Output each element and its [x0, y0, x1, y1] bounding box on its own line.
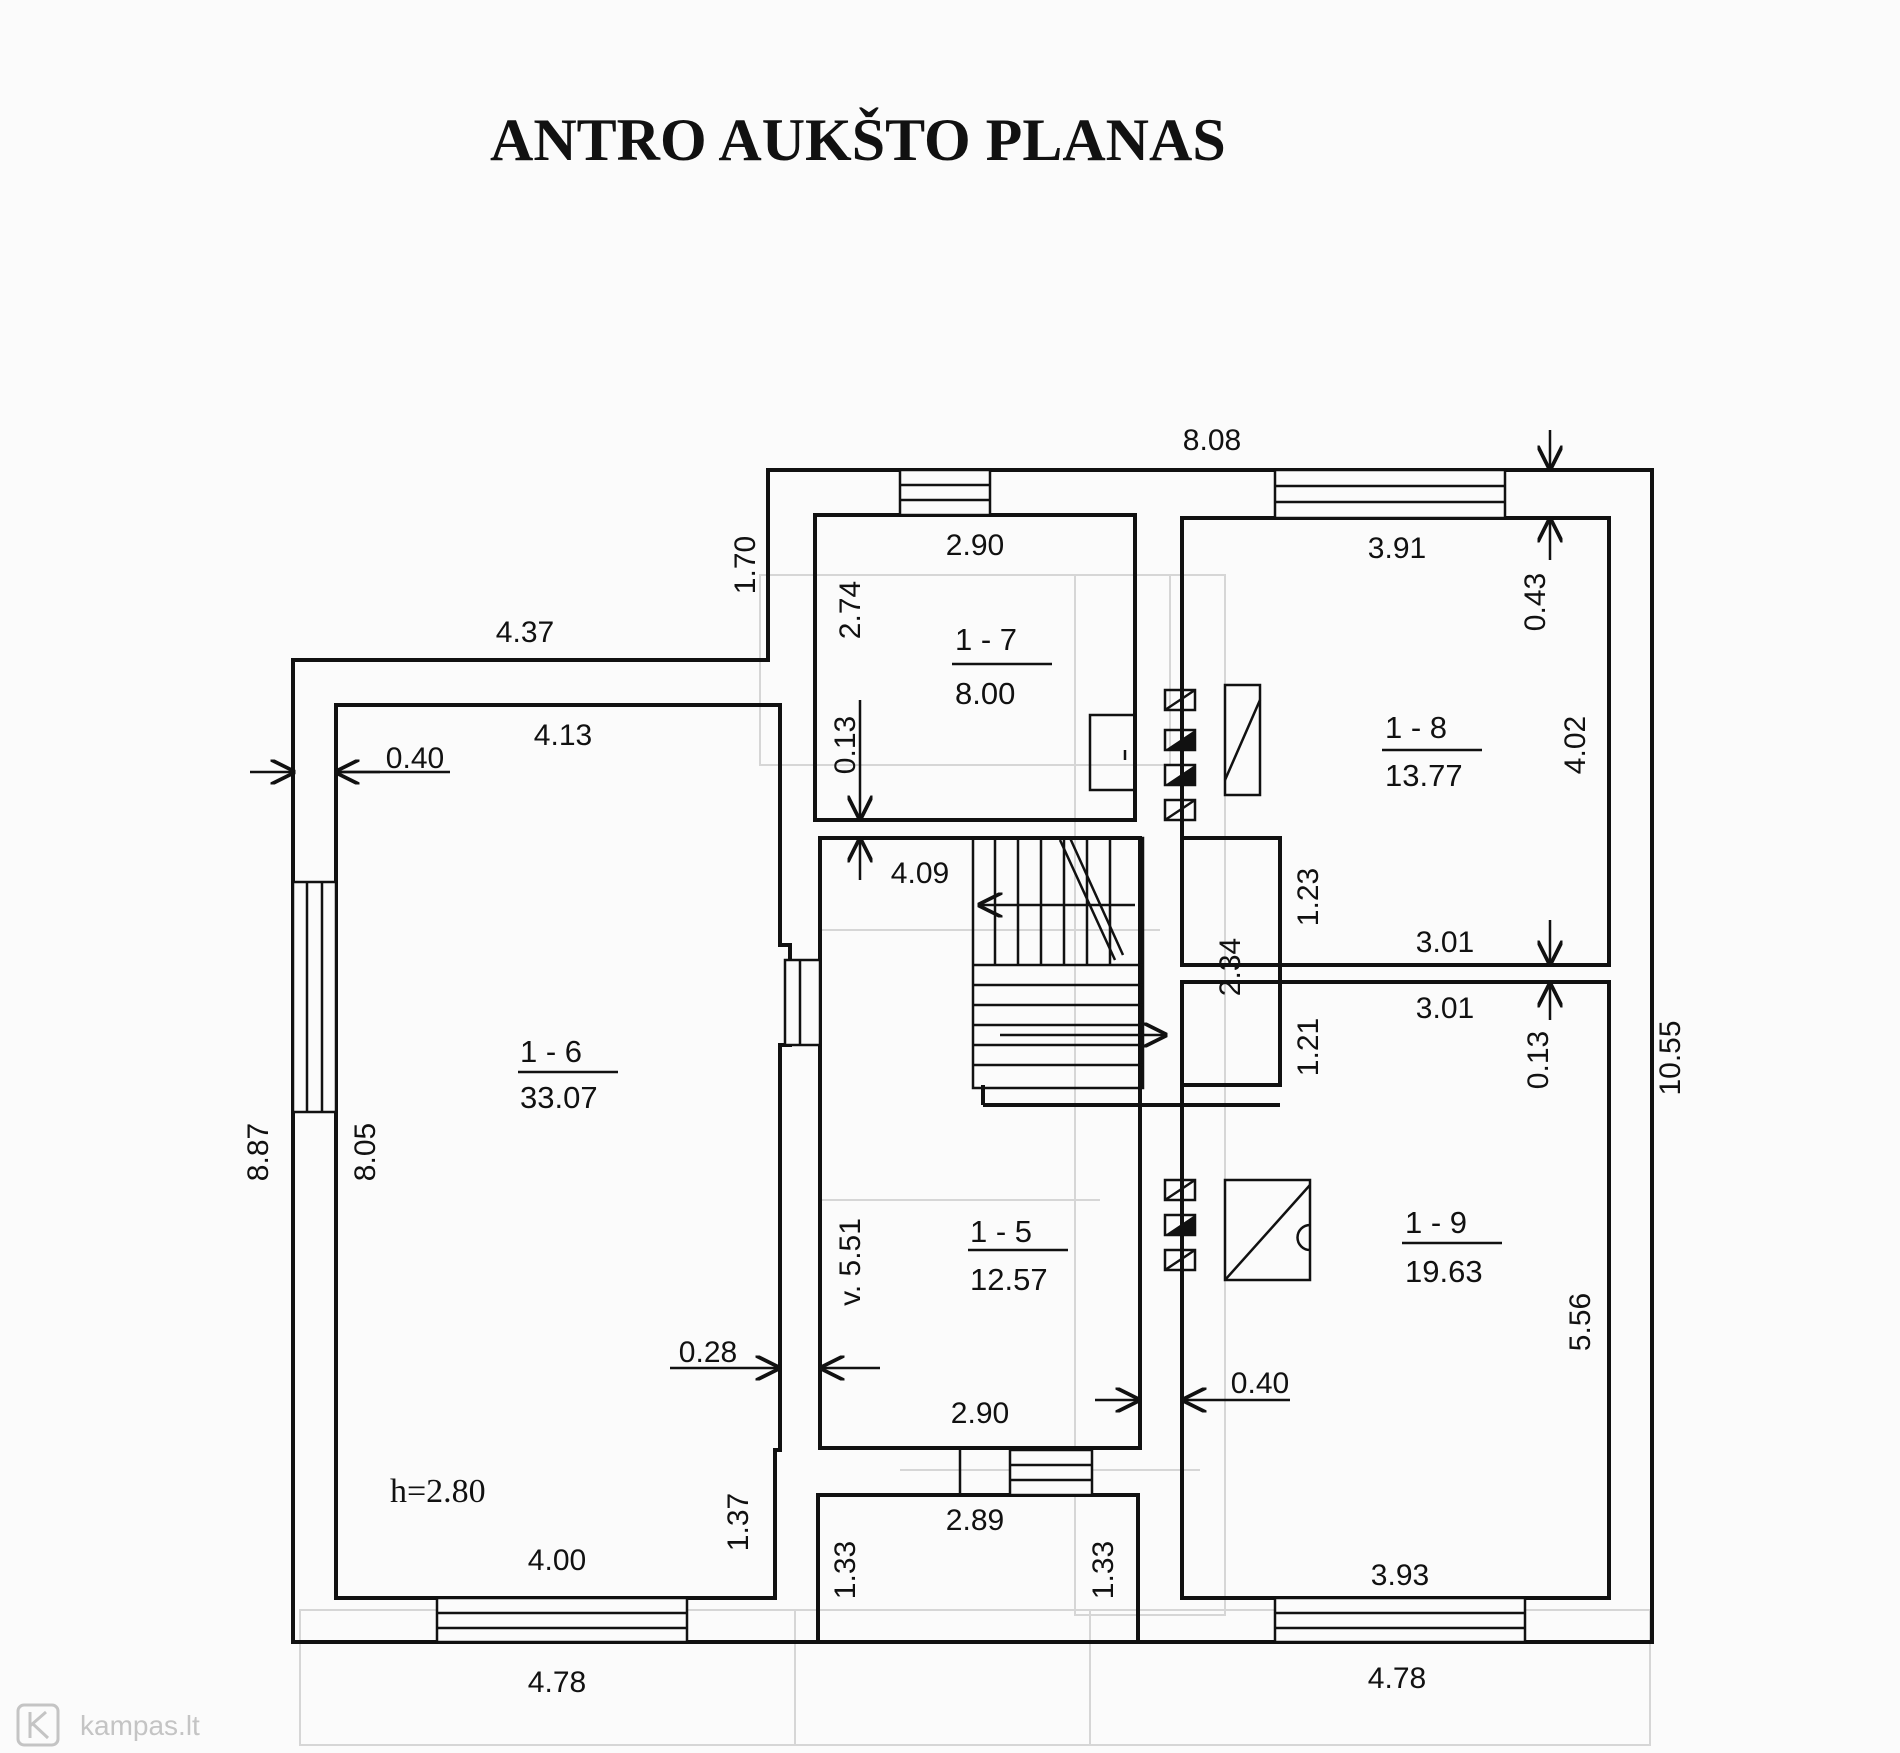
dim-hall-width-top: 3.01 [1416, 926, 1474, 959]
dim-room7-width: 2.90 [946, 529, 1004, 562]
dim-top-total: 8.08 [1183, 424, 1241, 457]
room-1-6-outline [334, 703, 792, 1600]
dim-room9-inner-wall: 0.40 [1231, 1367, 1289, 1400]
windows [291, 468, 1527, 1644]
room-id: 1 - 6 [520, 1034, 582, 1069]
kampas-logo-icon [16, 1703, 60, 1747]
dim-bath-right: 1.33 [1087, 1541, 1120, 1599]
dim-right-total: 10.55 [1654, 1020, 1687, 1095]
dim-wing-top-inner: 4.13 [534, 719, 592, 752]
window-bathroom [1008, 1448, 1094, 1497]
room-label-1-8: 1 - 8 13.77 [1382, 710, 1482, 793]
room-area: 19.63 [1405, 1254, 1483, 1289]
dim-partition: 0.28 [679, 1336, 737, 1369]
dim-room7-gap: 0.13 [829, 716, 862, 774]
dim-left-inner: 8.05 [349, 1123, 382, 1181]
dim-corridor-width: 4.09 [891, 857, 949, 890]
dim-wing-top-outer: 4.37 [496, 616, 554, 649]
door-opening-room-1-6 [783, 958, 822, 1047]
dim-room7-height: 2.74 [834, 581, 867, 639]
background-ghost-lines [299, 574, 1651, 1746]
dim-hall-height: 2.34 [1214, 938, 1247, 996]
dim-room5-width: 2.90 [951, 1397, 1009, 1430]
window-room-1-6-side [291, 880, 338, 1114]
dim-wall-thickness-left: 0.40 [386, 742, 444, 775]
dim-room9-wall: 0.13 [1522, 1031, 1555, 1089]
room-id: 1 - 8 [1385, 710, 1447, 745]
dim-room9-height: 5.56 [1564, 1293, 1597, 1351]
room-area: 33.07 [520, 1080, 598, 1115]
dim-bath-width: 2.89 [946, 1504, 1004, 1537]
dim-hall-door-1: 1.23 [1292, 868, 1325, 926]
bathroom-outline [816, 1493, 1140, 1644]
room-id: 1 - 9 [1405, 1205, 1467, 1240]
room-area: 8.00 [955, 676, 1015, 711]
room-label-1-7: 1 - 7 8.00 [952, 622, 1052, 711]
dim-left-total: 8.87 [242, 1123, 275, 1181]
outer-walls [291, 468, 1654, 1644]
dim-room8-width: 3.91 [1368, 532, 1426, 565]
dim-hall-width-bottom: 3.01 [1416, 992, 1474, 1025]
ceiling-height-label: h=2.80 [390, 1473, 486, 1510]
room-area: 13.77 [1385, 758, 1463, 793]
room-area: 12.57 [970, 1262, 1048, 1297]
chimneys [1088, 683, 1312, 1282]
room-label-1-9: 1 - 9 19.63 [1402, 1205, 1502, 1289]
window-room-1-7 [898, 468, 992, 517]
room-id: 1 - 7 [955, 622, 1017, 657]
dim-hall-door-2: 1.21 [1292, 1018, 1325, 1076]
hall-outline [1182, 836, 1282, 1087]
dim-room6-nook: 1.37 [722, 1493, 755, 1551]
room-label-1-6: 1 - 6 33.07 [518, 1034, 618, 1115]
dim-room9-width: 3.93 [1371, 1559, 1429, 1592]
window-room-1-9-bottom [1273, 1596, 1527, 1644]
dim-room8-wall: 0.43 [1519, 573, 1552, 631]
dim-jog-height: 1.70 [729, 536, 762, 594]
vent-lower [1163, 1178, 1312, 1282]
dimension-lines [250, 430, 1550, 1495]
plan-title: ANTRO AUKŠTO PLANAS [490, 107, 1226, 173]
room-id: 1 - 5 [970, 1214, 1032, 1249]
window-room-1-8 [1273, 468, 1507, 520]
room-label-1-5: 1 - 5 12.57 [968, 1214, 1068, 1297]
vent-upper [1088, 683, 1262, 822]
window-room-1-6-bottom [435, 1596, 689, 1644]
watermark-text: kampas.lt [80, 1710, 200, 1741]
dim-room8-height: 4.02 [1559, 716, 1592, 774]
dim-room5-height: v. 5.51 [834, 1218, 867, 1306]
dim-room6-bottom: 4.00 [528, 1544, 586, 1577]
dim-bath-left: 1.33 [829, 1541, 862, 1599]
watermark: kampas.lt [16, 1703, 200, 1747]
staircase [971, 836, 1165, 1090]
dim-bottom-right: 4.78 [1368, 1662, 1426, 1695]
dim-bottom-left: 4.78 [528, 1666, 586, 1699]
